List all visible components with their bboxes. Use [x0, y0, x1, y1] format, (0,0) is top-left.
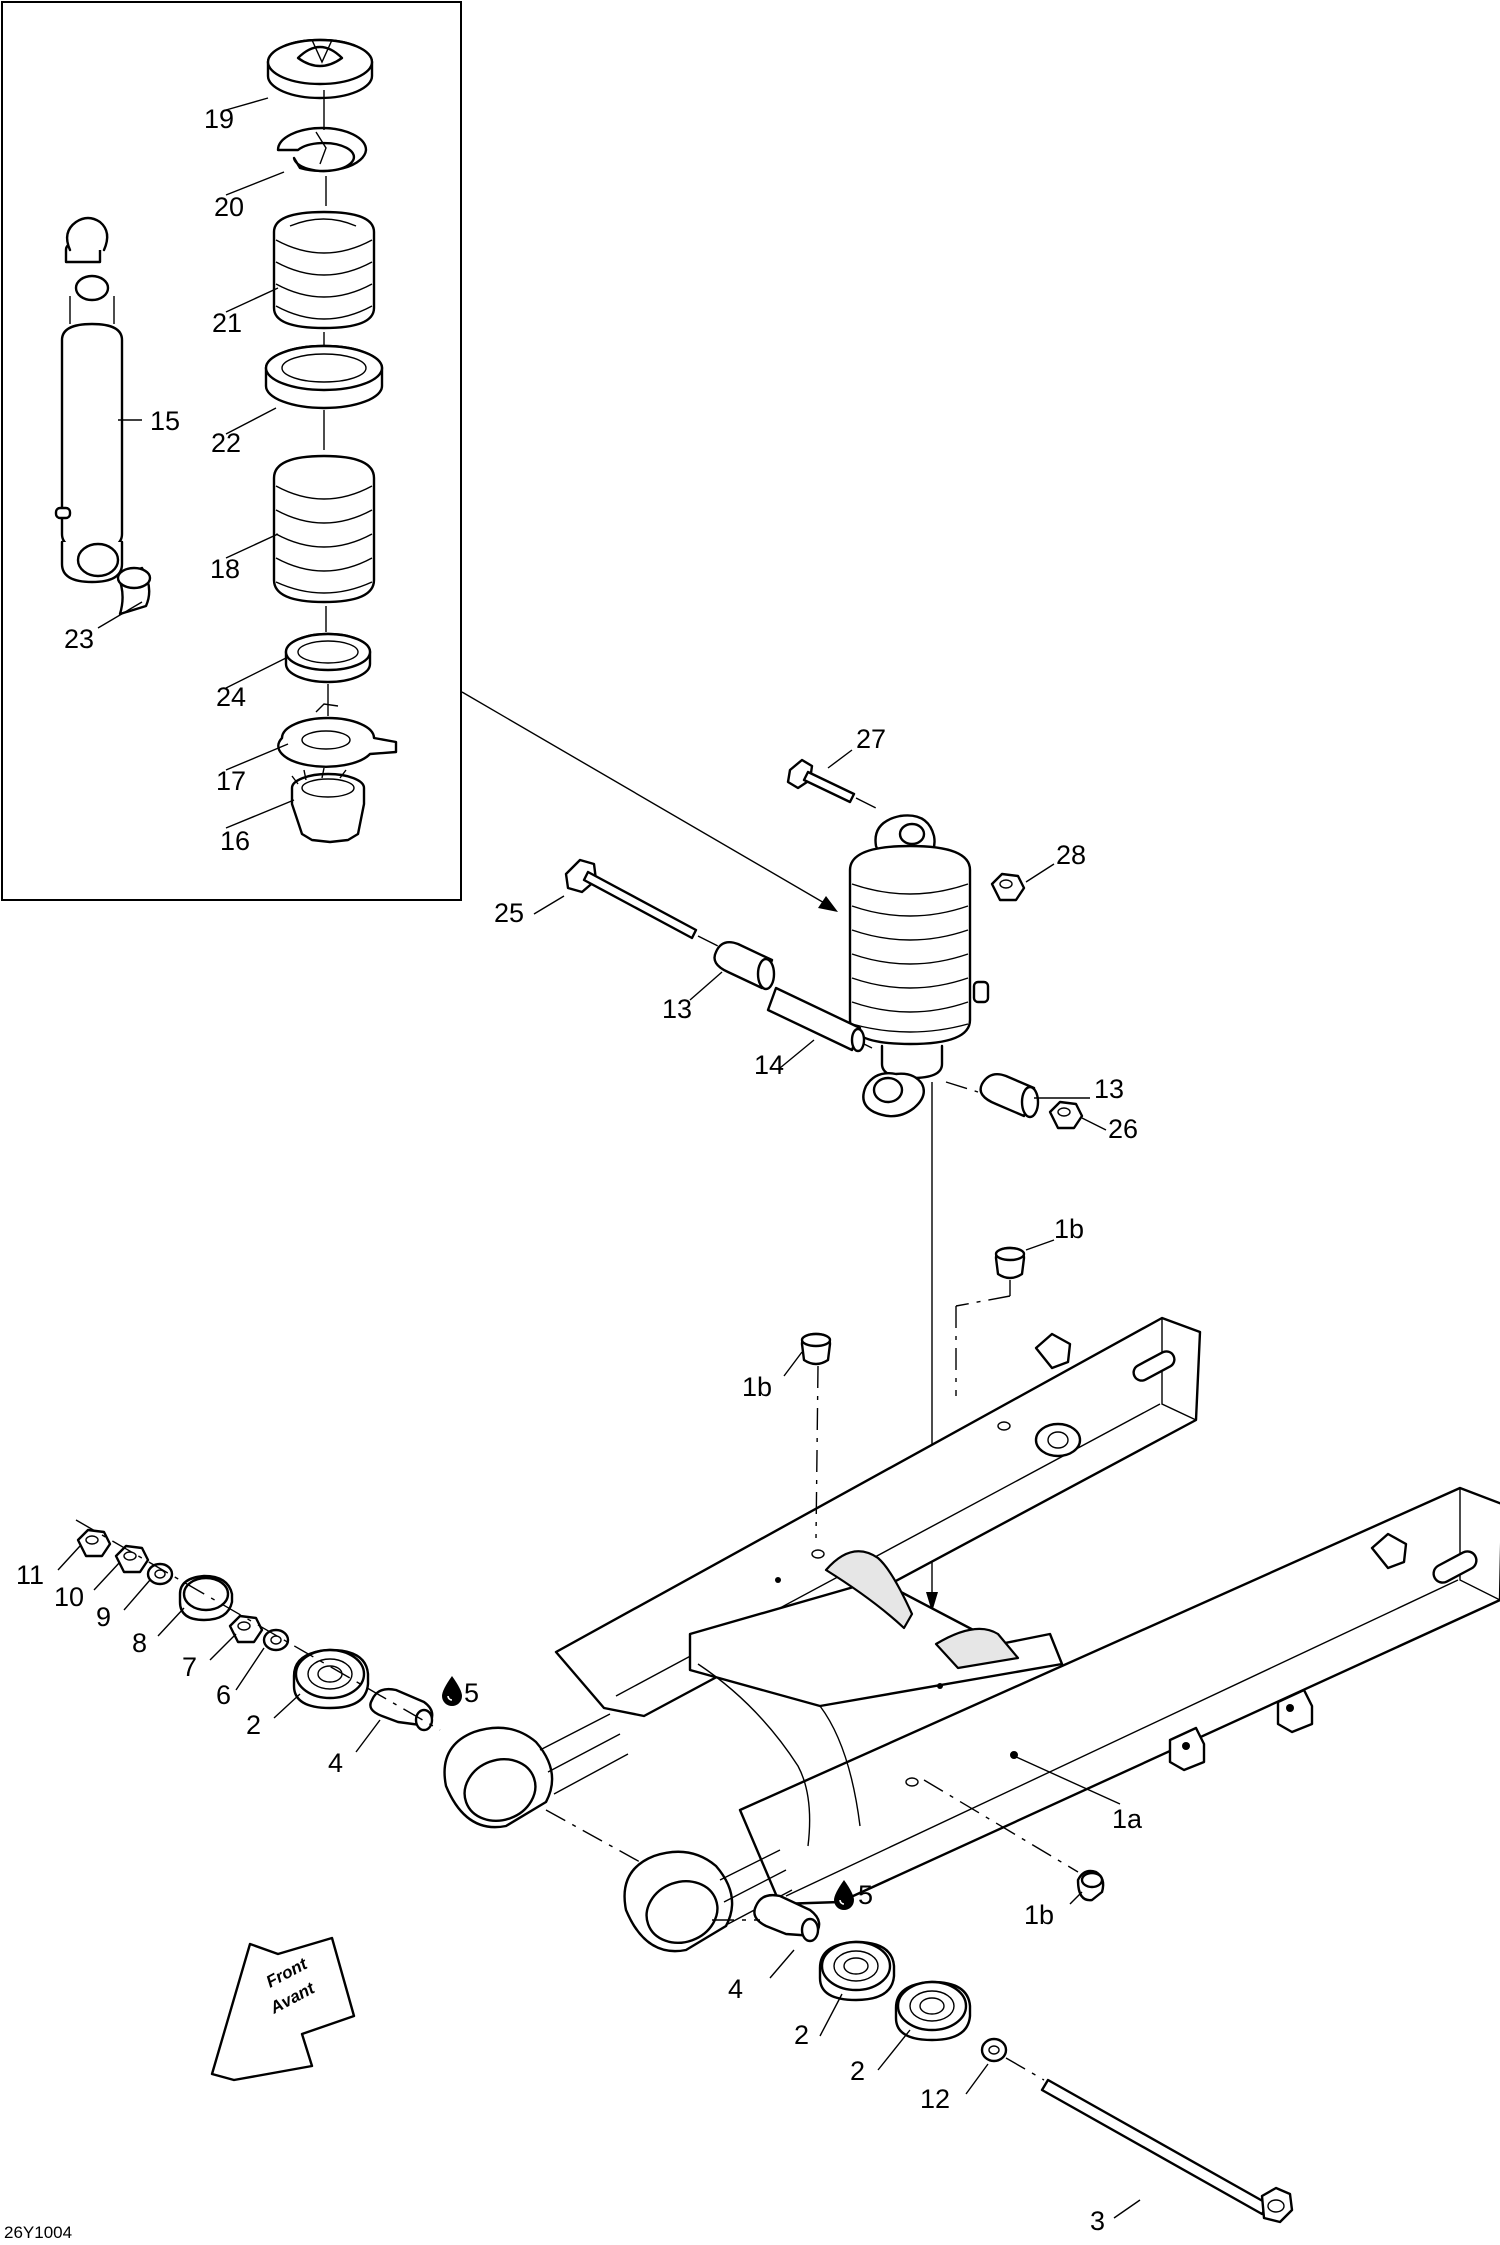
callout-23: 23: [64, 624, 94, 654]
part-4-sleeve-right: [753, 1893, 821, 1943]
callout-1a: 1a: [1112, 1804, 1143, 1834]
callout-6: 6: [216, 1680, 231, 1710]
part-15-shock-damper-body: [54, 216, 124, 584]
part-18-spring-lower: [272, 454, 376, 604]
callout-4-right: 4: [728, 1974, 743, 2004]
callout-2-middle: 2: [794, 2020, 809, 2050]
part-13-spacer-left: [713, 941, 776, 991]
callout-9: 9: [96, 1602, 111, 1632]
oil-drop-icon: [442, 1676, 462, 1706]
callout-25: 25: [494, 898, 524, 928]
part-21-spring-upper: [272, 210, 376, 330]
callout-2-right: 2: [850, 2056, 865, 2086]
callout-24: 24: [216, 682, 246, 712]
part-3-pivot-bolt: [1040, 2078, 1294, 2224]
part-13-spacer-right: [945, 1073, 1040, 1119]
callout-14: 14: [754, 1050, 784, 1080]
part-28-upper-nut: [990, 872, 1026, 902]
part-24-spring-seat-ring: [284, 632, 372, 684]
callout-13-lower: 13: [1094, 1074, 1124, 1104]
callout-22: 22: [211, 428, 241, 458]
callout-10: 10: [54, 1582, 84, 1612]
callout-18: 18: [210, 554, 240, 584]
part-9-washer: [146, 1562, 174, 1586]
callout-12: 12: [920, 2084, 950, 2114]
callout-19: 19: [204, 104, 234, 134]
callout-7: 7: [182, 1652, 197, 1682]
part-22-spring-collar: [264, 344, 384, 410]
callout-11: 11: [16, 1560, 44, 1590]
part-19-upper-spring-seat: [266, 38, 374, 100]
part-1a-swingarm: [443, 1316, 1500, 1953]
front-arrow-icon: Front Avant: [210, 1936, 356, 2082]
callout-1b-middle: 1b: [742, 1372, 772, 1402]
inset-frame: [1, 1, 462, 901]
part-2-bearing-right: [894, 1980, 972, 2042]
callout-27: 27: [856, 724, 886, 754]
part-7-nut: [228, 1614, 264, 1644]
part-17-lock-plate: [277, 703, 398, 768]
part-20-spring-retainer: [276, 126, 368, 173]
part-16-adjusting-nut: [290, 767, 366, 844]
callout-15: 15: [150, 406, 180, 436]
callout-5-lower: 5: [858, 1880, 873, 1910]
part-8-bushing: [178, 1574, 234, 1622]
callout-20: 20: [214, 192, 244, 222]
callout-26: 26: [1108, 1114, 1138, 1144]
callout-8: 8: [132, 1628, 147, 1658]
callout-1b-bottom: 1b: [1024, 1900, 1054, 1930]
callout-2-left: 2: [246, 1710, 261, 1740]
callout-4-left: 4: [328, 1748, 343, 1778]
callout-5-upper: 5: [464, 1678, 479, 1708]
part-10-nut: [114, 1544, 150, 1574]
part-14-sleeve: [766, 986, 873, 1053]
part-25-lower-bolt: [564, 858, 731, 953]
part-assembled-shock-absorber: [848, 814, 990, 1118]
part-2-bearing-left: [292, 1648, 370, 1710]
part-1b-plug-middle: [800, 1332, 832, 1366]
oil-drop-icon: [834, 1880, 854, 1910]
part-11-nut: [76, 1528, 112, 1558]
callout-17: 17: [216, 766, 246, 796]
callout-28: 28: [1056, 840, 1086, 870]
part-26-lower-nut: [1048, 1100, 1084, 1130]
part-1b-plug-top: [994, 1246, 1026, 1280]
part-2-bearing-middle: [818, 1940, 896, 2002]
part-1b-plug-bottom: [1076, 1869, 1105, 1902]
callout-3: 3: [1090, 2206, 1105, 2236]
callout-13-upper: 13: [662, 994, 692, 1024]
callout-1b-top: 1b: [1054, 1214, 1084, 1244]
callout-21: 21: [212, 308, 242, 338]
callout-16: 16: [220, 826, 250, 856]
drawing-id: 26Y1004: [4, 2223, 72, 2242]
part-27-upper-bolt: [786, 758, 881, 811]
part-12-washer: [980, 2037, 1008, 2063]
